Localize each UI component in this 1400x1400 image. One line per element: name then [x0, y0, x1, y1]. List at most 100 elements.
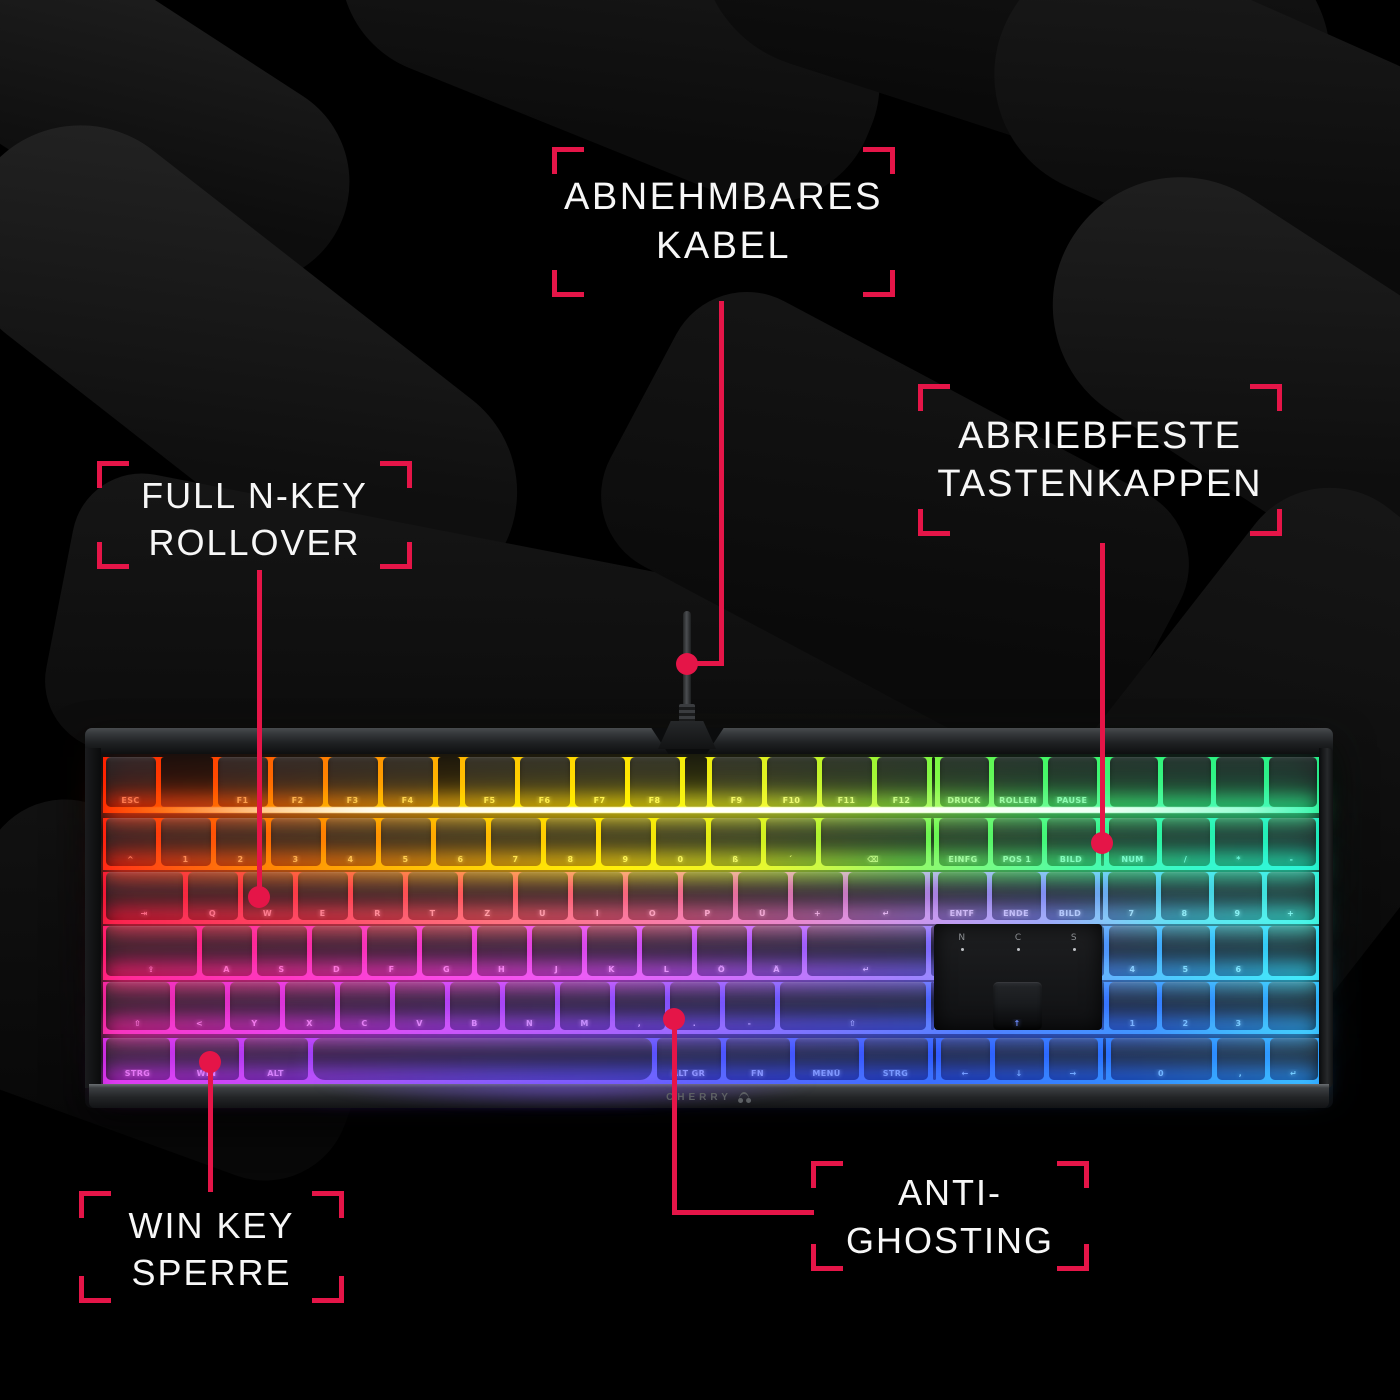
key-↵[interactable]: ↵: [847, 872, 925, 920]
key-z[interactable]: Z: [462, 872, 513, 920]
key-5[interactable]: 5: [1161, 926, 1210, 976]
key-0[interactable]: 0: [655, 818, 706, 866]
key-s[interactable]: S: [256, 926, 307, 976]
key-*[interactable]: *: [1214, 818, 1263, 866]
key-einfg[interactable]: EINFG: [938, 818, 988, 866]
key-3[interactable]: 3: [270, 818, 321, 866]
key-menü[interactable]: MENÜ: [794, 1038, 859, 1080]
key-f[interactable]: F: [366, 926, 417, 976]
key-f7[interactable]: F7: [574, 757, 625, 807]
key-q[interactable]: Q: [187, 872, 238, 920]
key-f5[interactable]: F5: [464, 757, 515, 807]
key-entf[interactable]: ENTF: [937, 872, 987, 920]
key-ß[interactable]: ß: [710, 818, 761, 866]
key-,[interactable]: ,: [614, 982, 665, 1030]
key-blank[interactable]: [1267, 926, 1316, 976]
key--[interactable]: -: [1267, 818, 1316, 866]
key-<[interactable]: <: [174, 982, 225, 1030]
key-c[interactable]: C: [339, 982, 390, 1030]
key-f10[interactable]: F10: [766, 757, 817, 807]
key-4[interactable]: 4: [1108, 926, 1157, 976]
key-d[interactable]: D: [311, 926, 362, 976]
key-⇪[interactable]: ⇪: [105, 926, 197, 976]
key-^[interactable]: ^: [105, 818, 156, 866]
key-ende[interactable]: ENDE: [991, 872, 1041, 920]
key-k[interactable]: K: [586, 926, 637, 976]
key-8[interactable]: 8: [545, 818, 596, 866]
key-strg[interactable]: STRG: [863, 1038, 928, 1080]
key-7[interactable]: 7: [490, 818, 541, 866]
key-i[interactable]: I: [572, 872, 623, 920]
key-druck[interactable]: DRUCK: [939, 757, 989, 807]
key-1[interactable]: 1: [1108, 982, 1157, 1030]
key-num[interactable]: NUM: [1108, 818, 1157, 866]
key-strg[interactable]: STRG: [105, 1038, 170, 1080]
key-⇧[interactable]: ⇧: [779, 982, 926, 1030]
key-b[interactable]: B: [449, 982, 500, 1030]
key-f4[interactable]: F4: [382, 757, 433, 807]
key-o[interactable]: O: [627, 872, 678, 920]
key-fn[interactable]: FN: [725, 1038, 790, 1080]
key-⌫[interactable]: ⌫: [820, 818, 926, 866]
key-/[interactable]: /: [1161, 818, 1210, 866]
key-9[interactable]: 9: [1213, 872, 1262, 920]
key-7[interactable]: 7: [1107, 872, 1156, 920]
key-blank[interactable]: [1215, 757, 1264, 807]
key-5[interactable]: 5: [380, 818, 431, 866]
key-↵[interactable]: ↵: [1269, 1038, 1318, 1080]
key-f8[interactable]: F8: [629, 757, 680, 807]
key-ö[interactable]: Ö: [696, 926, 747, 976]
key-t[interactable]: T: [407, 872, 458, 920]
key-8[interactable]: 8: [1160, 872, 1209, 920]
key-9[interactable]: 9: [600, 818, 651, 866]
key-rollen[interactable]: ROLLEN: [993, 757, 1043, 807]
key-0[interactable]: 0: [1110, 1038, 1212, 1080]
key-p[interactable]: P: [682, 872, 733, 920]
key-1[interactable]: 1: [160, 818, 211, 866]
key-m[interactable]: M: [559, 982, 610, 1030]
key-e[interactable]: E: [297, 872, 348, 920]
key-l[interactable]: L: [641, 926, 692, 976]
key-blank[interactable]: [1267, 982, 1316, 1030]
key-esc[interactable]: ESC: [105, 757, 156, 807]
key-f9[interactable]: F9: [711, 757, 762, 807]
key-3[interactable]: 3: [1214, 982, 1263, 1030]
key-⇥[interactable]: ⇥: [105, 872, 183, 920]
key-6[interactable]: 6: [1214, 926, 1263, 976]
key-f3[interactable]: F3: [327, 757, 378, 807]
key-y[interactable]: Y: [229, 982, 280, 1030]
key-space[interactable]: [312, 1038, 652, 1080]
key-→[interactable]: →: [1048, 1038, 1098, 1080]
key-bild[interactable]: BILD: [1045, 872, 1095, 920]
key-u[interactable]: U: [517, 872, 568, 920]
key-r[interactable]: R: [352, 872, 403, 920]
key-⇧[interactable]: ⇧: [105, 982, 170, 1030]
key-ä[interactable]: Ä: [751, 926, 802, 976]
key-,[interactable]: ,: [1216, 1038, 1265, 1080]
key-ü[interactable]: Ü: [737, 872, 788, 920]
key-x[interactable]: X: [284, 982, 335, 1030]
key-←[interactable]: ←: [940, 1038, 990, 1080]
key-pause[interactable]: PAUSE: [1047, 757, 1097, 807]
key-2[interactable]: 2: [1161, 982, 1210, 1030]
key-bild[interactable]: BILD: [1046, 818, 1096, 866]
key-+[interactable]: +: [792, 872, 843, 920]
key-f6[interactable]: F6: [519, 757, 570, 807]
key-n[interactable]: N: [504, 982, 555, 1030]
key-v[interactable]: V: [394, 982, 445, 1030]
key-6[interactable]: 6: [435, 818, 486, 866]
key-blank[interactable]: [1162, 757, 1211, 807]
key-+[interactable]: +: [1266, 872, 1315, 920]
key--[interactable]: -: [724, 982, 775, 1030]
key-g[interactable]: G: [421, 926, 472, 976]
key-´[interactable]: ´: [765, 818, 816, 866]
key-pos-1[interactable]: POS 1: [992, 818, 1042, 866]
key-f2[interactable]: F2: [272, 757, 323, 807]
key-f11[interactable]: F11: [821, 757, 872, 807]
key-↵[interactable]: ↵: [806, 926, 926, 976]
key-f12[interactable]: F12: [876, 757, 927, 807]
key-blank[interactable]: [1268, 757, 1317, 807]
key-blank[interactable]: [1109, 757, 1158, 807]
key-4[interactable]: 4: [325, 818, 376, 866]
key-a[interactable]: A: [201, 926, 252, 976]
